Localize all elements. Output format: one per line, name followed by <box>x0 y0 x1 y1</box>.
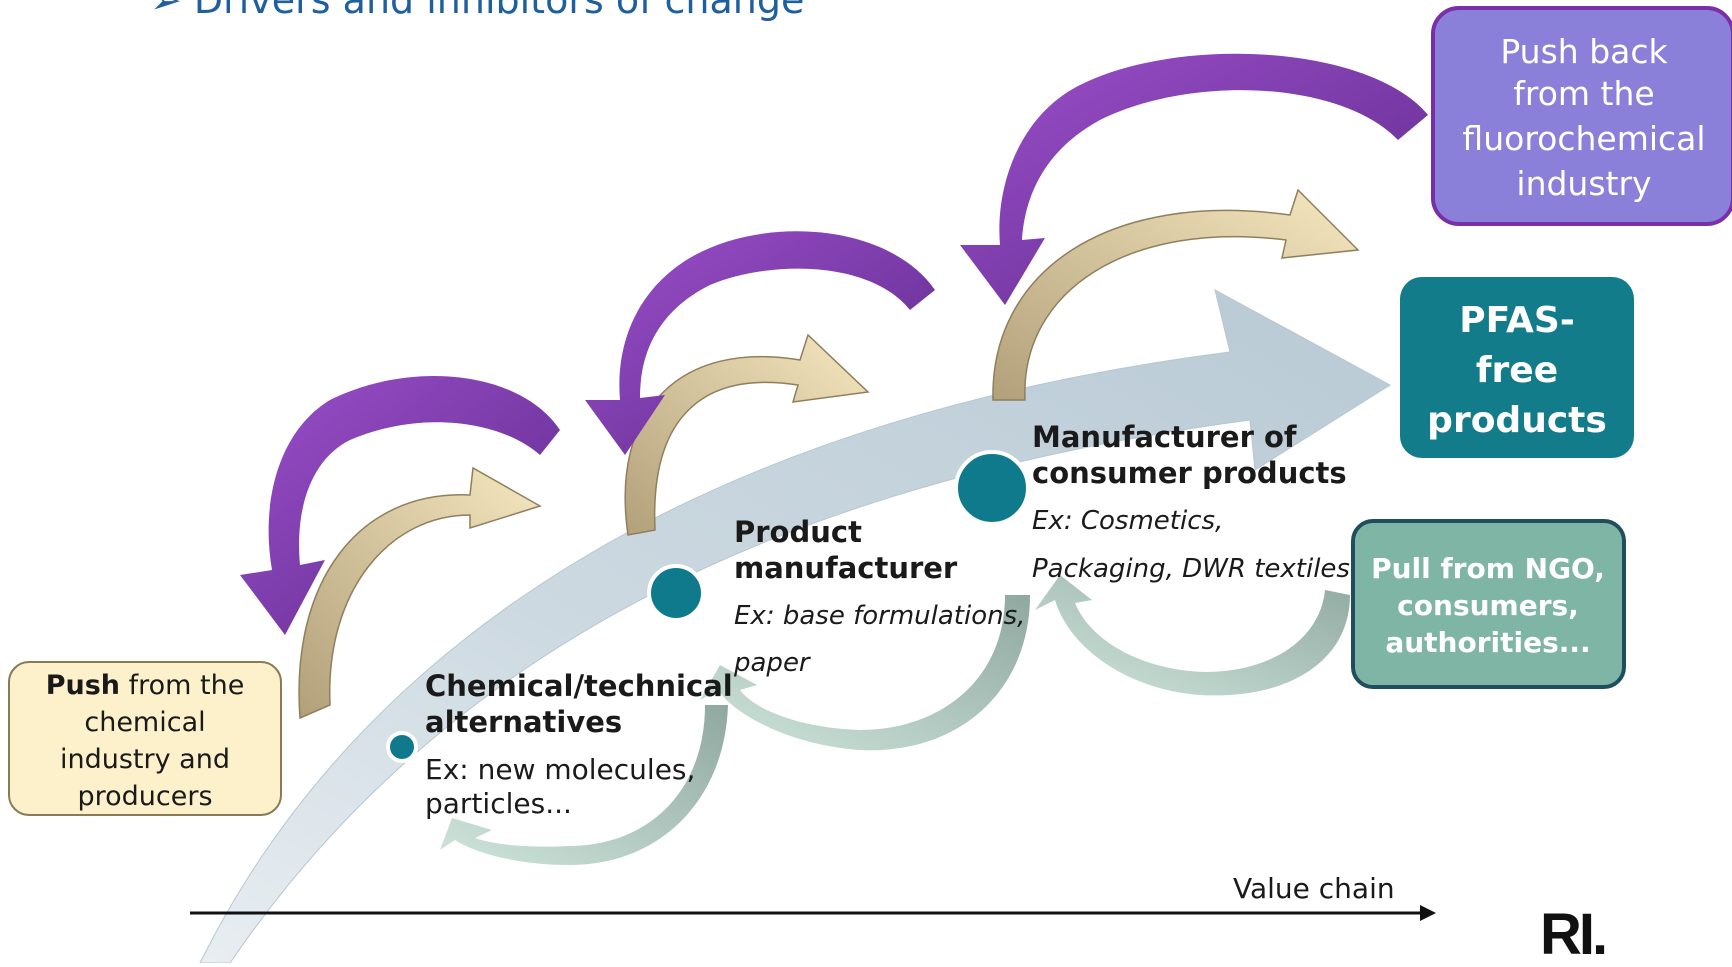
stage-product-example-line1: Ex: base formulations, <box>734 601 1025 631</box>
push-back-line3: fluorochemical <box>1462 119 1705 158</box>
green-pull-arrow-2 <box>700 595 1030 751</box>
pull-ngo-line2: consumers, <box>1397 589 1579 622</box>
push-chemical-line4: producers <box>77 781 212 812</box>
pfas-free-line3: products <box>1427 400 1607 441</box>
stage-chemical-example-line2: particles... <box>425 787 572 820</box>
stage-product-example-line2: paper <box>733 648 812 678</box>
value-chain-axis-arrowhead <box>1420 905 1436 921</box>
pfas-free-line1: PFAS- <box>1459 300 1575 341</box>
tan-forward-arrow-1 <box>298 466 542 720</box>
pfas-free-products-box: PFAS- free products <box>1400 277 1634 458</box>
slide-heading: ➢ Drivers and inhibitors of change <box>150 0 804 22</box>
pfas-free-line2: free <box>1476 350 1558 391</box>
value-chain-axis-label: Value chain <box>1233 872 1395 905</box>
green-pull-arrow-1 <box>1035 575 1350 696</box>
push-chemical-rest: from the <box>120 670 244 701</box>
stage-consumer-title-line2: consumer products <box>1032 456 1347 490</box>
stage-chemical-title-line1: Chemical/technical <box>425 669 733 703</box>
push-back-line4: industry <box>1516 164 1651 203</box>
stage-consumer-example-line2: Packaging, DWR textiles... <box>1032 554 1375 584</box>
stage-chemical-example-line1: Ex: new molecules, <box>425 753 695 786</box>
arrow-bullet-icon: ➢ <box>150 0 182 22</box>
push-chemical-line1: Push from the <box>46 670 245 701</box>
stage-dot-product <box>647 564 705 622</box>
big-value-chain-arrow <box>199 289 1391 963</box>
stage-dot-consumer <box>954 450 1030 526</box>
stage-consumer-title-line1: Manufacturer of <box>1032 420 1297 454</box>
push-back-line1: Push back <box>1500 32 1668 71</box>
purple-pushback-arrow-2 <box>585 231 935 455</box>
push-chemical-line3: industry and <box>60 744 230 775</box>
push-chemical-box: Push from the chemical industry and prod… <box>8 661 282 816</box>
purple-pushback-arrow-1 <box>240 376 560 635</box>
push-back-line2: from the <box>1513 74 1654 113</box>
pull-ngo-line1: Pull from NGO, <box>1371 552 1605 585</box>
stage-product-title-line1: Product <box>734 515 862 549</box>
push-back-box: Push back from the fluorochemical indust… <box>1431 6 1732 226</box>
green-pull-arrow-3 <box>440 705 728 865</box>
stage-dot-chemical <box>386 731 418 763</box>
stage-consumer-example-line1: Ex: Cosmetics, <box>1032 506 1223 536</box>
stage-product-title-line2: manufacturer <box>734 551 958 585</box>
stage-chemical-title-line2: alternatives <box>425 705 622 739</box>
push-chemical-line2: chemical <box>84 707 205 738</box>
heading-text: Drivers and inhibitors of change <box>193 0 805 22</box>
pull-ngo-line3: authorities... <box>1385 626 1590 659</box>
tan-forward-arrow-3 <box>992 188 1360 401</box>
ri-logo: RI. <box>1540 902 1608 967</box>
push-chemical-bold: Push <box>46 670 120 701</box>
purple-pushback-arrow-3 <box>960 53 1428 306</box>
pull-ngo-box: Pull from NGO, consumers, authorities... <box>1351 519 1626 689</box>
